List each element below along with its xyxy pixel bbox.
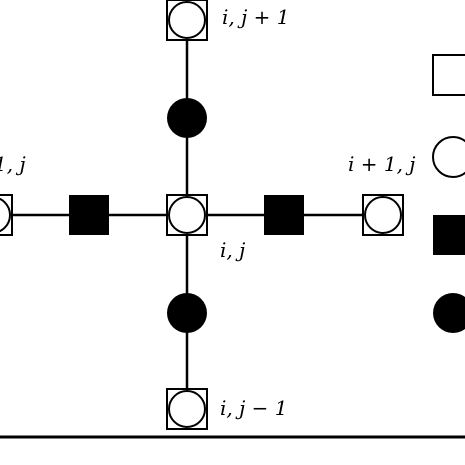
label-top-node: i, j + 1 — [222, 5, 290, 29]
legend-open-square-icon — [432, 54, 465, 96]
filled-circle-upper — [167, 98, 207, 138]
label-bottom-node: i, j − 1 — [220, 396, 288, 420]
node-bottom-composite — [166, 388, 208, 430]
filled-circle-lower — [167, 293, 207, 333]
filled-square-right — [264, 195, 304, 235]
node-right-composite — [362, 194, 404, 236]
legend-open-circle-icon — [432, 136, 465, 178]
filled-square-left — [69, 195, 109, 235]
label-center-node: i, j — [220, 238, 245, 262]
node-center-composite — [166, 194, 208, 236]
label-left-node: 1, j — [0, 152, 26, 176]
legend — [432, 54, 465, 333]
legend-filled-circle-icon — [433, 293, 465, 333]
node-left-composite — [0, 194, 13, 236]
legend-filled-square-icon — [433, 215, 465, 255]
node-top-composite — [166, 0, 208, 41]
label-right-node: i + 1, j — [348, 152, 416, 176]
